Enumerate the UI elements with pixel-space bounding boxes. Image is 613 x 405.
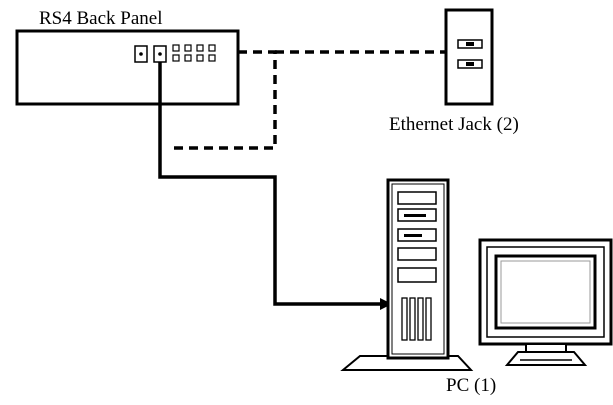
arrowhead-to-pc (380, 298, 392, 310)
rs4-back-panel-label: RS4 Back Panel (39, 8, 163, 29)
crt-monitor-icon (478, 238, 613, 366)
pc-tower-icon (340, 178, 474, 371)
solid-cable-to-pc (158, 62, 381, 306)
ethernet-wall-jack-icon (444, 8, 494, 106)
pc-label: PC (1) (446, 375, 497, 396)
ethernet-jack-label: Ethernet Jack (2) (389, 114, 519, 135)
dashed-cable-to-jack (172, 50, 277, 150)
rs4-back-panel-icon (15, 29, 240, 106)
